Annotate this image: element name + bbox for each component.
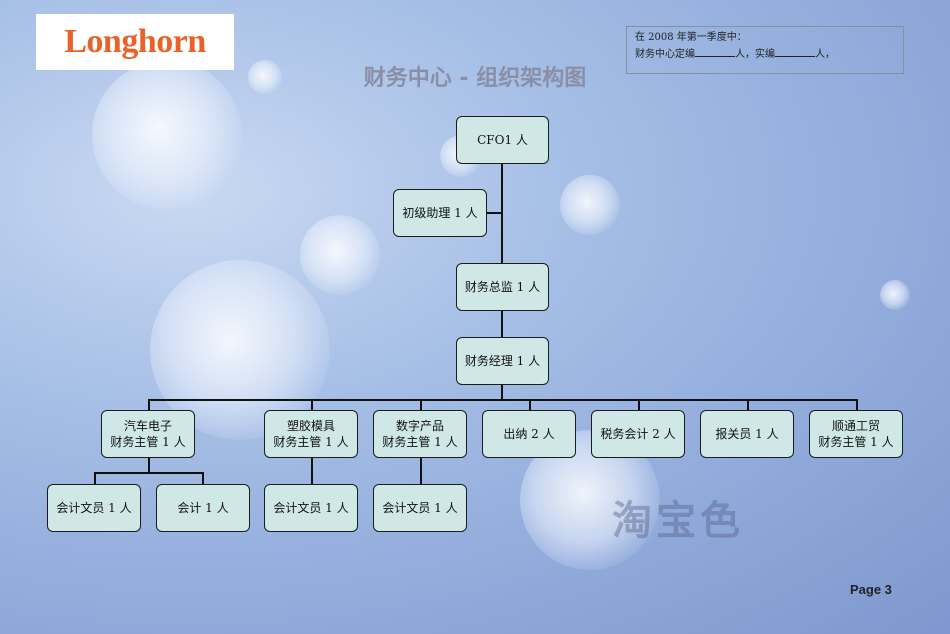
connector <box>501 164 503 264</box>
node-label: 税务会计 2 人 <box>600 427 676 441</box>
note-line-2-b: 人，实编 <box>735 49 775 60</box>
node-label: 财务主管 1 人 <box>382 435 458 449</box>
background-bubble <box>92 60 242 210</box>
node-label: 会计文员 1 人 <box>56 501 132 515</box>
node-assistant: 初级助理 1 人 <box>393 189 487 237</box>
node-cashier: 出纳 2 人 <box>482 410 576 458</box>
node-customs-declarer: 报关员 1 人 <box>700 410 794 458</box>
note-line-1: 在 2008 年第一季度中： <box>635 32 747 43</box>
note-line-2-a: 财务中心定编 <box>635 49 695 60</box>
node-label: 财务主管 1 人 <box>273 435 349 449</box>
node-auto-electronics-supervisor: 汽车电子 财务主管 1 人 <box>101 410 195 458</box>
node-label: 报关员 1 人 <box>715 427 779 441</box>
node-label: 财务主管 1 人 <box>818 435 894 449</box>
connector <box>638 399 640 410</box>
connector <box>501 310 503 338</box>
node-label: 初级助理 1 人 <box>402 206 478 220</box>
node-auto-clerk: 会计文员 1 人 <box>47 484 141 532</box>
note-line-2: 财务中心定编 人，实编 人， <box>635 46 895 63</box>
node-plastic-mold-supervisor: 塑胶模具 财务主管 1 人 <box>264 410 358 458</box>
node-shuntong-supervisor: 顺通工贸 财务主管 1 人 <box>809 410 903 458</box>
page-title: 财务中心 - 组织架构图 <box>363 66 587 91</box>
background-bubble <box>560 175 620 235</box>
connector <box>94 472 204 474</box>
page-number: Page 3 <box>850 582 892 597</box>
connector <box>311 458 313 484</box>
node-label: 会计文员 1 人 <box>382 501 458 515</box>
background-bubble <box>300 215 380 295</box>
node-auto-accountant: 会计 1 人 <box>156 484 250 532</box>
connector <box>148 458 150 473</box>
connector <box>501 384 503 400</box>
fill-in-blank <box>775 46 815 57</box>
connector <box>202 472 204 484</box>
connector <box>856 399 858 410</box>
logo: Longhorn <box>36 14 234 70</box>
connector <box>148 399 150 410</box>
background-bubble <box>248 60 282 94</box>
background-bubble <box>880 280 910 310</box>
connector <box>311 399 313 410</box>
connector <box>747 399 749 410</box>
node-tax-accountant: 税务会计 2 人 <box>591 410 685 458</box>
node-label: 顺通工贸 <box>831 419 880 433</box>
node-label: 会计文员 1 人 <box>273 501 349 515</box>
node-digital-clerk: 会计文员 1 人 <box>373 484 467 532</box>
connector <box>529 399 531 410</box>
fill-in-blank <box>695 46 735 57</box>
node-finance-manager: 财务经理 1 人 <box>456 337 549 385</box>
node-label: 汽车电子 <box>123 419 172 433</box>
node-label: 会计 1 人 <box>177 501 229 515</box>
connector <box>148 399 858 401</box>
node-label: CFO1 人 <box>477 133 528 147</box>
node-label: 塑胶模具 <box>286 419 335 433</box>
logo-text: Longhorn <box>64 23 206 60</box>
node-label: 财务主管 1 人 <box>110 435 186 449</box>
node-label: 出纳 2 人 <box>503 427 555 441</box>
node-plastic-clerk: 会计文员 1 人 <box>264 484 358 532</box>
node-label: 财务总监 1 人 <box>464 280 541 294</box>
node-cfo: CFO1 人 <box>456 116 549 164</box>
background-watermark: 淘宝色 <box>612 498 744 544</box>
connector <box>420 399 422 410</box>
node-finance-director: 财务总监 1 人 <box>456 263 549 311</box>
node-label: 数字产品 <box>395 419 444 433</box>
connector <box>94 472 96 484</box>
node-digital-products-supervisor: 数字产品 财务主管 1 人 <box>373 410 467 458</box>
connector <box>487 212 502 214</box>
note-line-2-c: 人， <box>815 49 835 60</box>
headcount-note: 在 2008 年第一季度中： 财务中心定编 人，实编 人， <box>626 26 904 74</box>
node-label: 财务经理 1 人 <box>464 354 541 368</box>
connector <box>420 458 422 484</box>
